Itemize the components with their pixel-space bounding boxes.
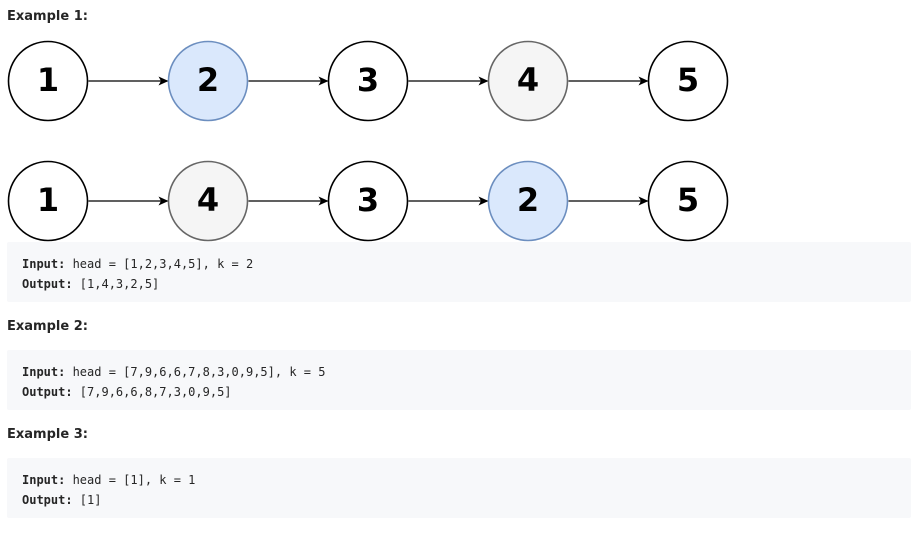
example-2-code-block: Input: head = [7,9,6,6,7,8,3,0,9,5], k =… (7, 350, 911, 410)
node-value: 1 (37, 61, 59, 99)
node-circle (647, 160, 729, 242)
input-label: Input: (22, 473, 66, 487)
node-value: 5 (677, 61, 699, 99)
node-value: 3 (357, 61, 379, 99)
node-circle (7, 160, 89, 242)
node-value: 1 (37, 181, 59, 219)
example-1-output-line: Output: [1,4,3,2,5] (22, 274, 896, 294)
example-1-code-block: Input: head = [1,2,3,4,5], k = 2 Output:… (7, 242, 911, 302)
node-value: 3 (357, 181, 379, 219)
input-value: head = [1,2,3,4,5], k = 2 (65, 257, 254, 271)
linked-list-before-diagram: 1 2 3 4 5 (7, 40, 729, 122)
list-node: 5 (647, 40, 729, 122)
input-value: head = [7,9,6,6,7,8,3,0,9,5], k = 5 (65, 365, 326, 379)
list-node: 2 (167, 40, 249, 122)
output-value: [7,9,6,6,8,7,3,0,9,5] (72, 385, 232, 399)
node-circle (167, 40, 249, 122)
input-label: Input: (22, 257, 66, 271)
node-circle (487, 160, 569, 242)
example-3-code-block: Input: head = [1], k = 1 Output: [1] (7, 458, 911, 518)
input-label: Input: (22, 365, 66, 379)
example-3-output-line: Output: [1] (22, 490, 896, 510)
example-3-input-line: Input: head = [1], k = 1 (22, 470, 896, 490)
output-label: Output: (22, 493, 73, 507)
node-circle (327, 160, 409, 242)
output-value: [1,4,3,2,5] (72, 277, 160, 291)
node-circle (487, 40, 569, 122)
list-node: 1 (7, 40, 89, 122)
list-node: 3 (327, 40, 409, 122)
node-circle (167, 160, 249, 242)
input-value: head = [1], k = 1 (65, 473, 196, 487)
example-2-input-line: Input: head = [7,9,6,6,7,8,3,0,9,5], k =… (22, 362, 896, 382)
example-2-output-line: Output: [7,9,6,6,8,7,3,0,9,5] (22, 382, 896, 402)
list-node: 2 (487, 160, 569, 242)
node-value: 2 (517, 181, 539, 219)
list-node: 4 (487, 40, 569, 122)
output-value: [1] (72, 493, 102, 507)
node-circle (647, 40, 729, 122)
example-2-heading: Example 2: (7, 319, 88, 334)
example-3-heading: Example 3: (7, 427, 88, 442)
list-node: 3 (327, 160, 409, 242)
node-value: 5 (677, 181, 699, 219)
node-value: 4 (197, 181, 219, 219)
output-label: Output: (22, 385, 73, 399)
linked-list-after-diagram: 1 4 3 2 5 (7, 160, 729, 242)
list-node: 4 (167, 160, 249, 242)
node-circle (327, 40, 409, 122)
list-node: 1 (7, 160, 89, 242)
example-1-input-line: Input: head = [1,2,3,4,5], k = 2 (22, 254, 896, 274)
list-node: 5 (647, 160, 729, 242)
node-circle (7, 40, 89, 122)
node-value: 4 (517, 61, 539, 99)
example-1-heading: Example 1: (7, 9, 88, 24)
output-label: Output: (22, 277, 73, 291)
node-value: 2 (197, 61, 219, 99)
